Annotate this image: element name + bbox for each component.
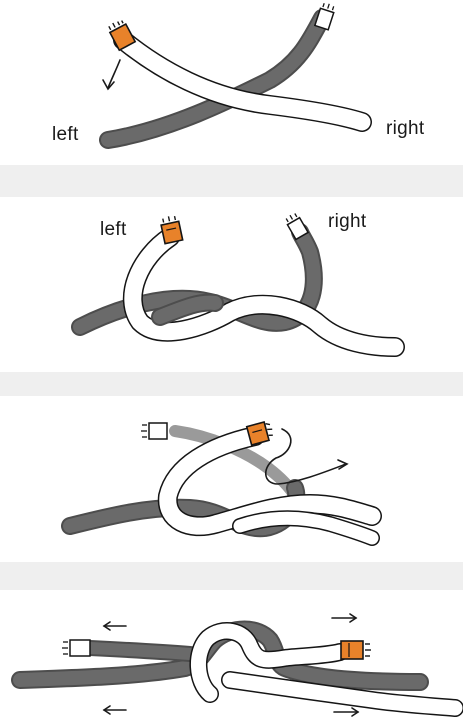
direction-arrow-icon [103,80,114,89]
step-4-panel [0,590,463,720]
step-4-illustration [0,590,463,720]
rope-end-icon [315,2,336,30]
step-3-illustration [0,396,463,562]
step-3-panel [0,396,463,562]
left-label: left [52,124,79,146]
rope-end-icon [247,420,275,445]
step-1-panel: left right [0,0,463,165]
separator [0,562,463,590]
direction-arrow-icon [104,622,126,630]
right-label: right [386,118,424,140]
separator [0,165,463,197]
dark-rope [108,18,322,140]
rope-end-icon [341,641,371,659]
left-label: left [100,219,127,241]
direction-arrow-icon [332,614,356,622]
rope-end-icon [284,212,308,240]
dark-rope [90,648,190,654]
separator [0,372,463,396]
rope-end-icon [141,423,167,439]
right-label: right [328,211,366,233]
direction-arrow-icon [108,60,120,88]
direction-arrow-icon [104,706,126,714]
step-2-panel: left right [0,197,463,372]
step-2-illustration [0,197,463,372]
direction-arrow-icon [334,708,358,716]
rope-end-icon [62,640,90,656]
dark-rope [108,18,322,140]
